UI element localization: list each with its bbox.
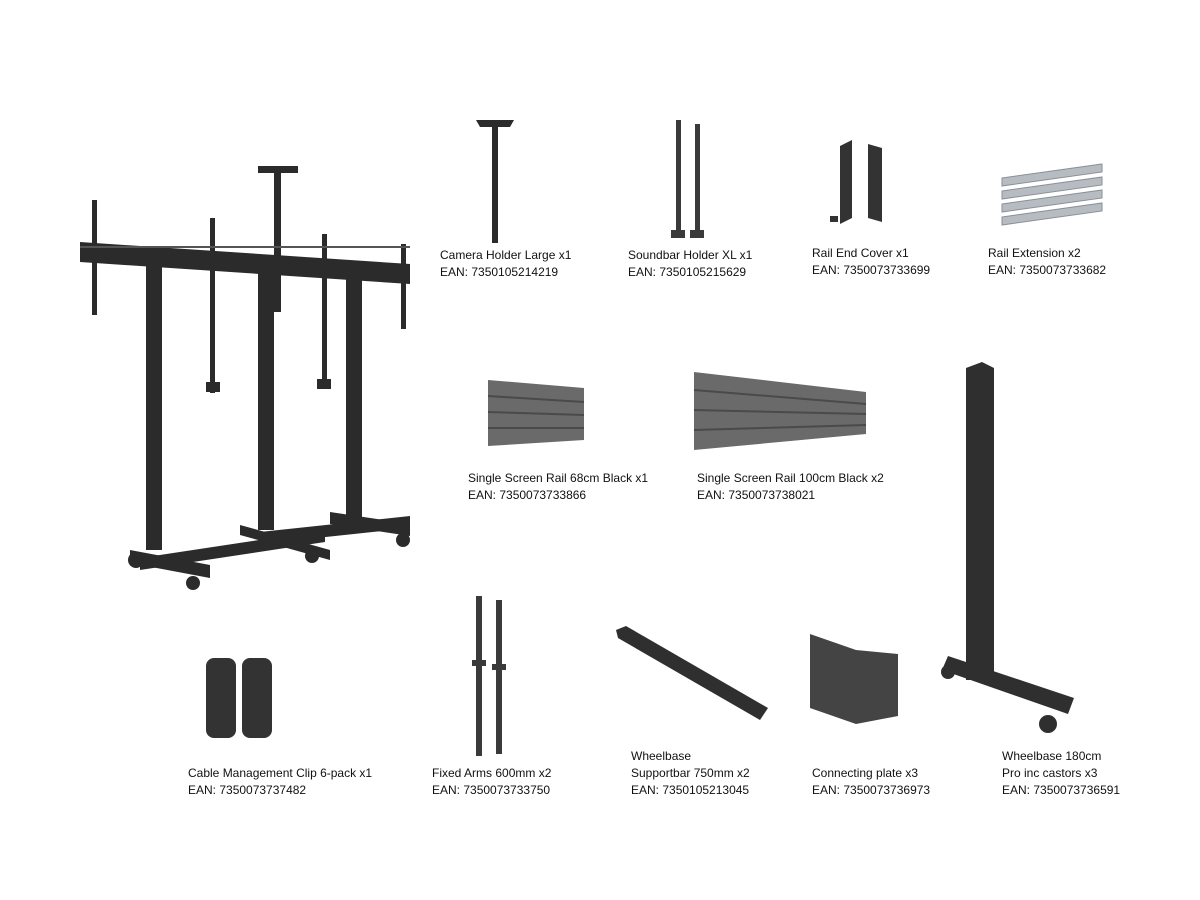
item-ean: EAN: 7350073733750 [432,783,551,797]
item-name: Soundbar Holder XL x1 [628,248,753,262]
caption-cable-clip: Cable Management Clip 6-pack x1 EAN: 735… [188,765,372,799]
item-name: Rail Extension x2 [988,246,1081,260]
caption-rail-end-cover: Rail End Cover x1 EAN: 7350073733699 [812,245,930,279]
item-ean: EAN: 7350073738021 [697,488,816,502]
caption-wheelbase-supportbar: Wheelbase Supportbar 750mm x2 EAN: 73501… [631,748,750,799]
cable-clip-image [200,652,280,744]
item-name: Single Screen Rail 68cm Black x1 [468,471,649,485]
caption-fixed-arms: Fixed Arms 600mm x2 EAN: 7350073733750 [432,765,551,799]
assembled-stand-image [80,160,420,600]
camera-holder-image [470,118,520,246]
caption-screen-rail-100cm: Single Screen Rail 100cm Black x2 EAN: 7… [697,470,884,504]
wheelbase-180cm-image [940,362,1080,740]
caption-screen-rail-68cm: Single Screen Rail 68cm Black x1 EAN: 73… [468,470,648,504]
rail-extension-image [998,160,1106,228]
rail-end-cover-image [830,138,890,228]
caption-wheelbase-180cm: Wheelbase 180cm Pro inc castors x3 EAN: … [1002,748,1120,799]
item-ean: EAN: 7350105213045 [631,783,750,797]
item-name-line2: Supportbar 750mm x2 [631,766,750,780]
item-name-line2: Pro inc castors x3 [1002,766,1098,780]
item-name-line1: Wheelbase 180cm [1002,749,1102,763]
item-ean: EAN: 7350073736591 [1002,783,1121,797]
item-name: Cable Management Clip 6-pack x1 [188,766,373,780]
soundbar-holder-image [665,118,715,243]
caption-camera-holder: Camera Holder Large x1 EAN: 735010521421… [440,247,571,281]
item-name: Connecting plate x3 [812,766,919,780]
wheelbase-supportbar-image [612,624,772,724]
connecting-plate-image [806,630,902,740]
item-name: Fixed Arms 600mm x2 [432,766,552,780]
item-ean: EAN: 7350073737482 [188,783,307,797]
caption-soundbar-holder: Soundbar Holder XL x1 EAN: 7350105215629 [628,247,752,281]
item-name-line1: Wheelbase [631,749,692,763]
caption-connecting-plate: Connecting plate x3 EAN: 7350073736973 [812,765,930,799]
item-name: Rail End Cover x1 [812,246,909,260]
item-ean: EAN: 7350105214219 [440,265,559,279]
fixed-arms-image [468,594,508,762]
screen-rail-100cm-image [690,370,870,452]
item-name: Single Screen Rail 100cm Black x2 [697,471,884,485]
item-name: Camera Holder Large x1 [440,248,572,262]
item-ean: EAN: 7350105215629 [628,265,747,279]
item-ean: EAN: 7350073733699 [812,263,931,277]
item-ean: EAN: 7350073733682 [988,263,1107,277]
screen-rail-68cm-image [484,376,588,450]
item-ean: EAN: 7350073736973 [812,783,931,797]
caption-rail-extension: Rail Extension x2 EAN: 7350073733682 [988,245,1106,279]
item-ean: EAN: 7350073733866 [468,488,587,502]
